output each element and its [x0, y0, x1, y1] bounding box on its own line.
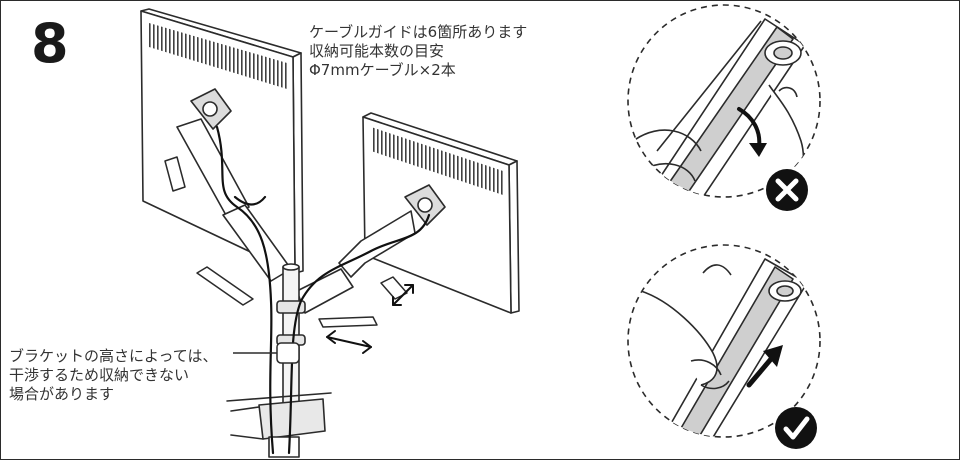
bracket-height-note: ブラケットの高さによっては、 干渉するため収納できない 場合があります	[9, 347, 218, 404]
cable-guide-parts	[164, 156, 408, 328]
cable-guide-note-line-2: 収納可能本数の目安	[309, 42, 445, 60]
cable-guide-note-line-3: Φ7mmケーブル×2本	[309, 61, 456, 79]
bracket-height-note-line-3: 場合があります	[9, 385, 115, 403]
monitor-arm-mount	[176, 88, 446, 458]
bracket-callout	[233, 342, 300, 364]
bracket-height-note-line-1: ブラケットの高さによっては、	[9, 347, 218, 365]
check-circle-icon	[775, 407, 817, 449]
cable-guide-note-line-1: ケーブルガイドは6箇所あります	[309, 23, 528, 41]
cable-guide-note: ケーブルガイドは6箇所あります 収納可能本数の目安 Φ7mmケーブル×2本	[309, 23, 527, 80]
detail-incorrect	[627, 4, 821, 211]
left-monitor	[140, 8, 304, 274]
bracket-height-note-line-2: 干渉するため収納できない	[9, 366, 190, 384]
movement-arrows	[326, 284, 414, 354]
cables	[215, 125, 431, 455]
detail-correct	[627, 244, 821, 449]
step-number: 8	[31, 12, 69, 75]
cross-circle-icon	[766, 169, 808, 211]
